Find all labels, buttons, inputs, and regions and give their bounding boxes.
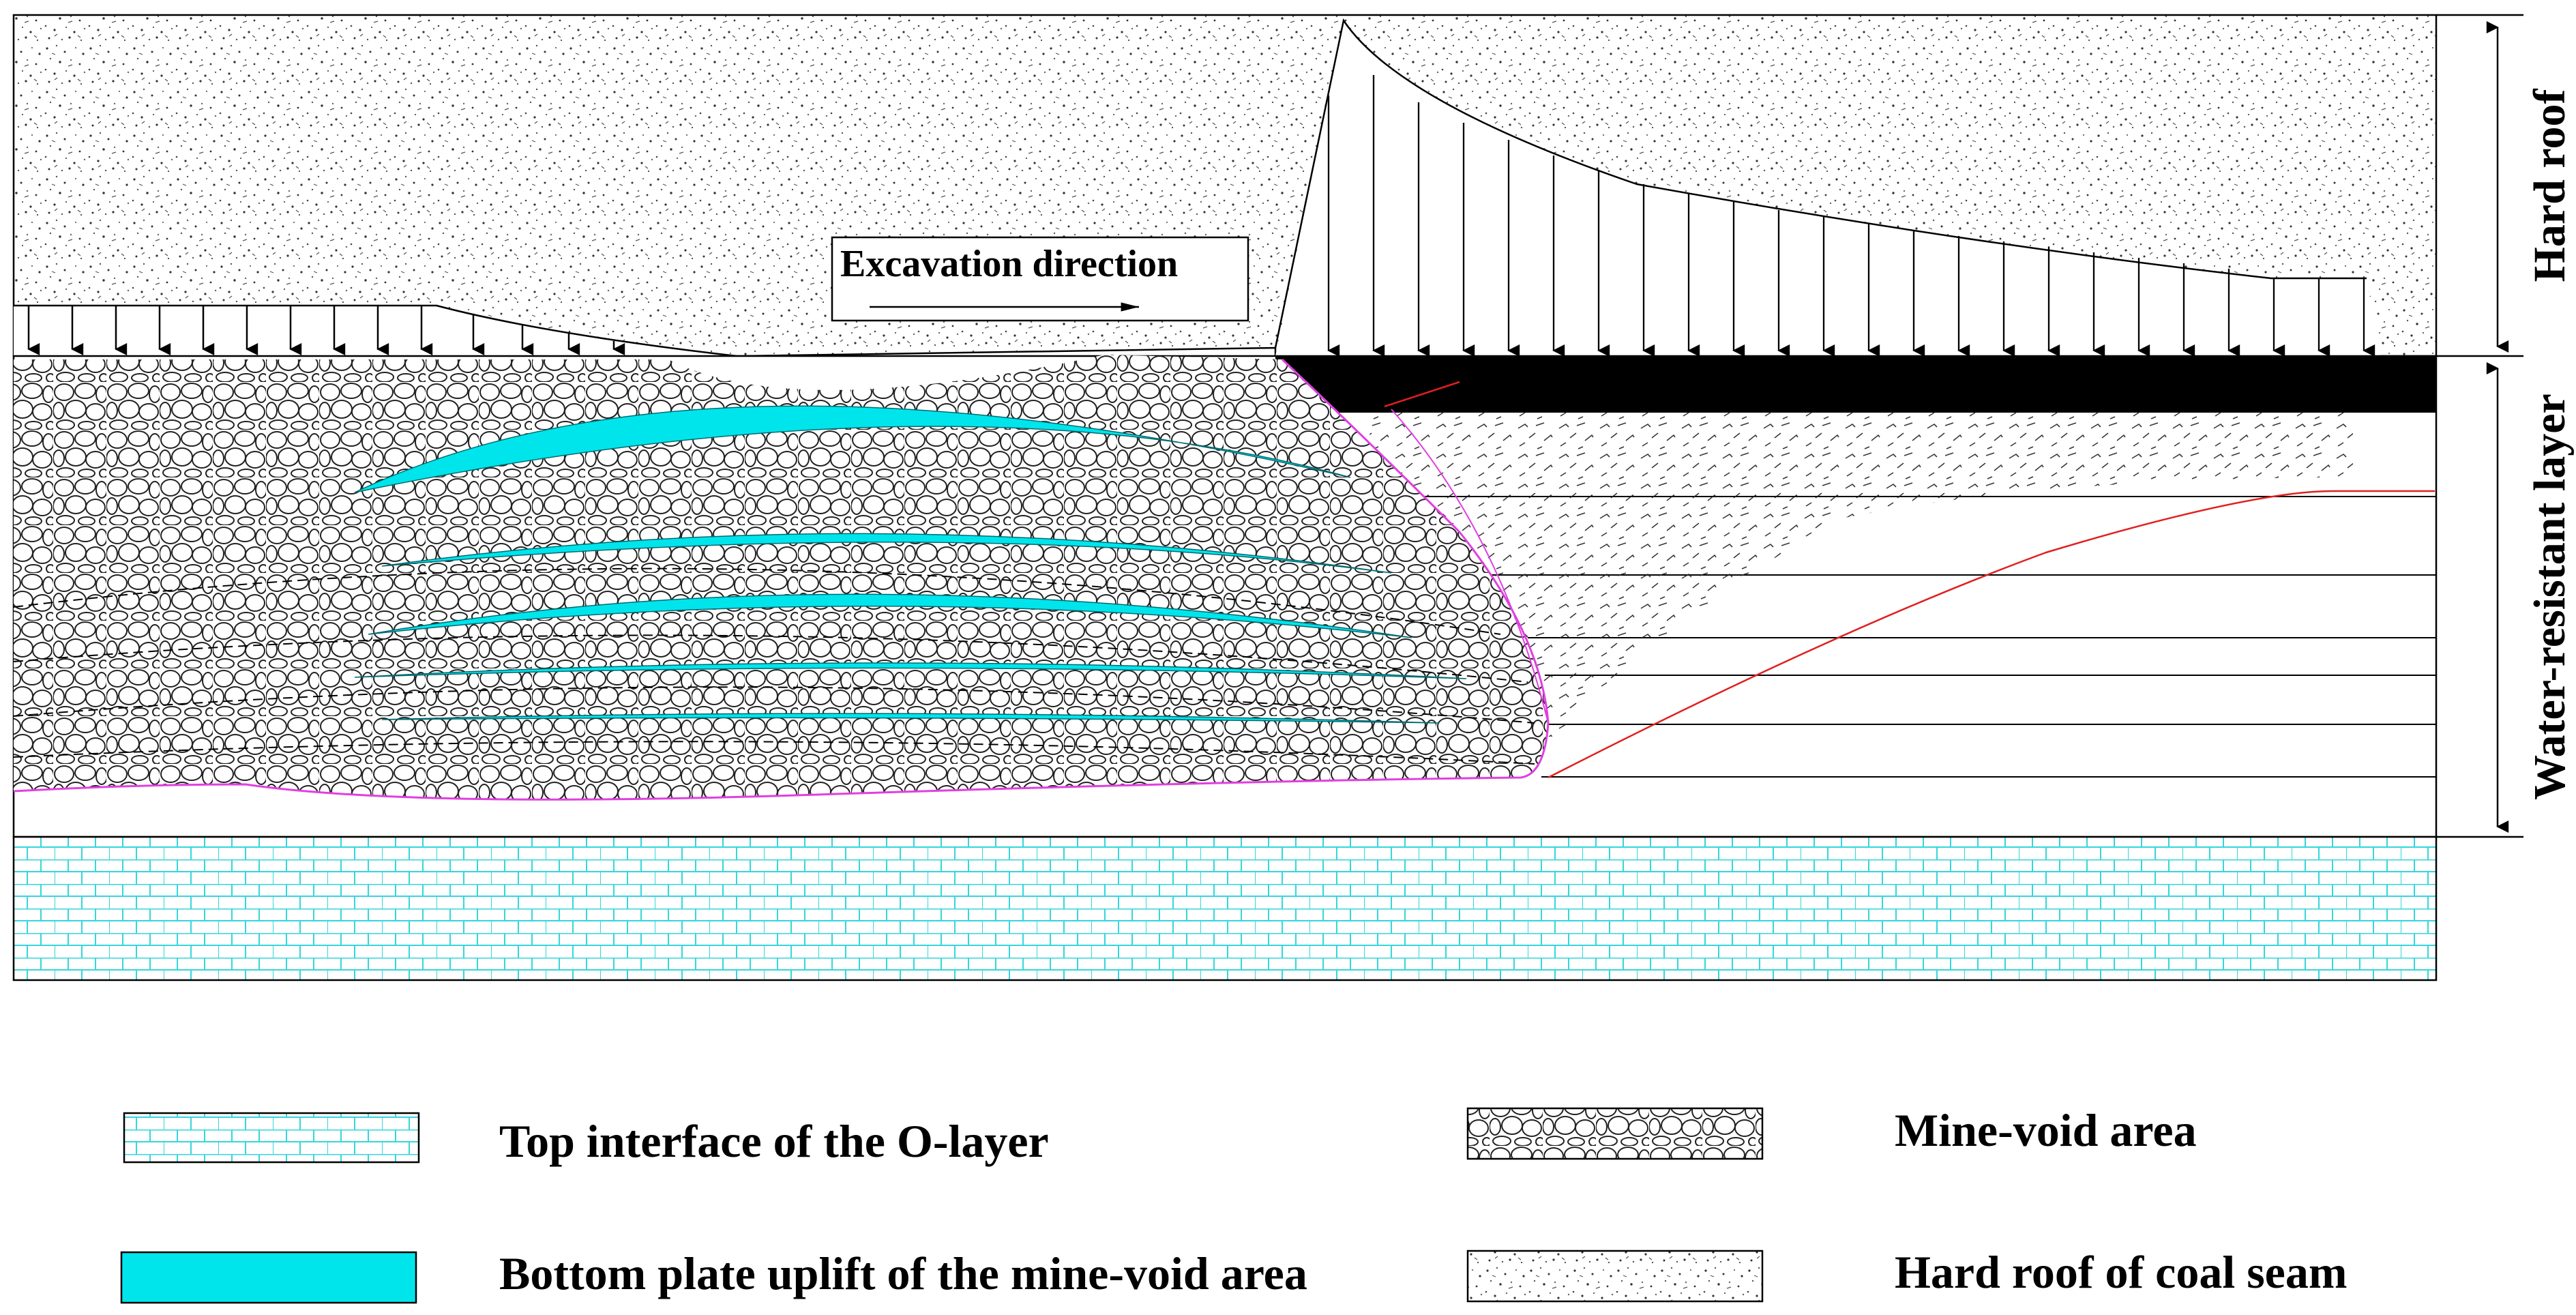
mine-void-area: [13, 355, 1550, 801]
excavation-direction-box: Excavation direction: [831, 236, 1249, 322]
legend-label: Bottom plate uplift of the mine-void are…: [499, 1247, 1307, 1299]
uplift-lenses: [354, 405, 1467, 724]
legend-label: Mine-void area: [1895, 1104, 2197, 1156]
abutment-stress-arrows: [1327, 75, 2375, 357]
legend-item-hard-roof: Hard roof of coal seam: [1466, 1246, 2348, 1303]
left-stress-envelope: [14, 304, 737, 357]
legend-swatch-brick: [123, 1112, 420, 1164]
abutment-stress-envelope: [1274, 18, 2380, 357]
water-resistant-side-label: Water-resistant layer: [2525, 394, 2575, 800]
legend-item-uplift: Bottom plate uplift of the mine-void are…: [120, 1247, 1307, 1304]
legend-swatch-speckle: [1466, 1250, 1764, 1303]
fracture-line: [1384, 381, 2435, 779]
side-dimension-markers: [2436, 14, 2523, 838]
legend-item-o-layer: Top interface of the O-layer: [123, 1112, 1049, 1167]
legend-item-mine-void: Mine-void area: [1466, 1104, 2197, 1160]
coal-seam: [1275, 356, 2436, 412]
legend: Top interface of the O-layer Mine-void a…: [120, 1104, 2348, 1304]
legend-swatch-cyan: [120, 1251, 417, 1304]
excavation-direction-label: Excavation direction: [840, 243, 1178, 285]
hard-roof-side-label: Hard roof: [2525, 89, 2575, 282]
legend-label: Hard roof of coal seam: [1895, 1246, 2348, 1298]
legend-label: Top interface of the O-layer: [499, 1115, 1049, 1167]
mine-void-boundary: [13, 358, 1550, 801]
legend-swatch-cobble: [1466, 1107, 1764, 1160]
o-layer-region: [12, 836, 2438, 981]
left-stress-arrows: [27, 306, 625, 355]
fractured-zone: [1364, 412, 2353, 737]
